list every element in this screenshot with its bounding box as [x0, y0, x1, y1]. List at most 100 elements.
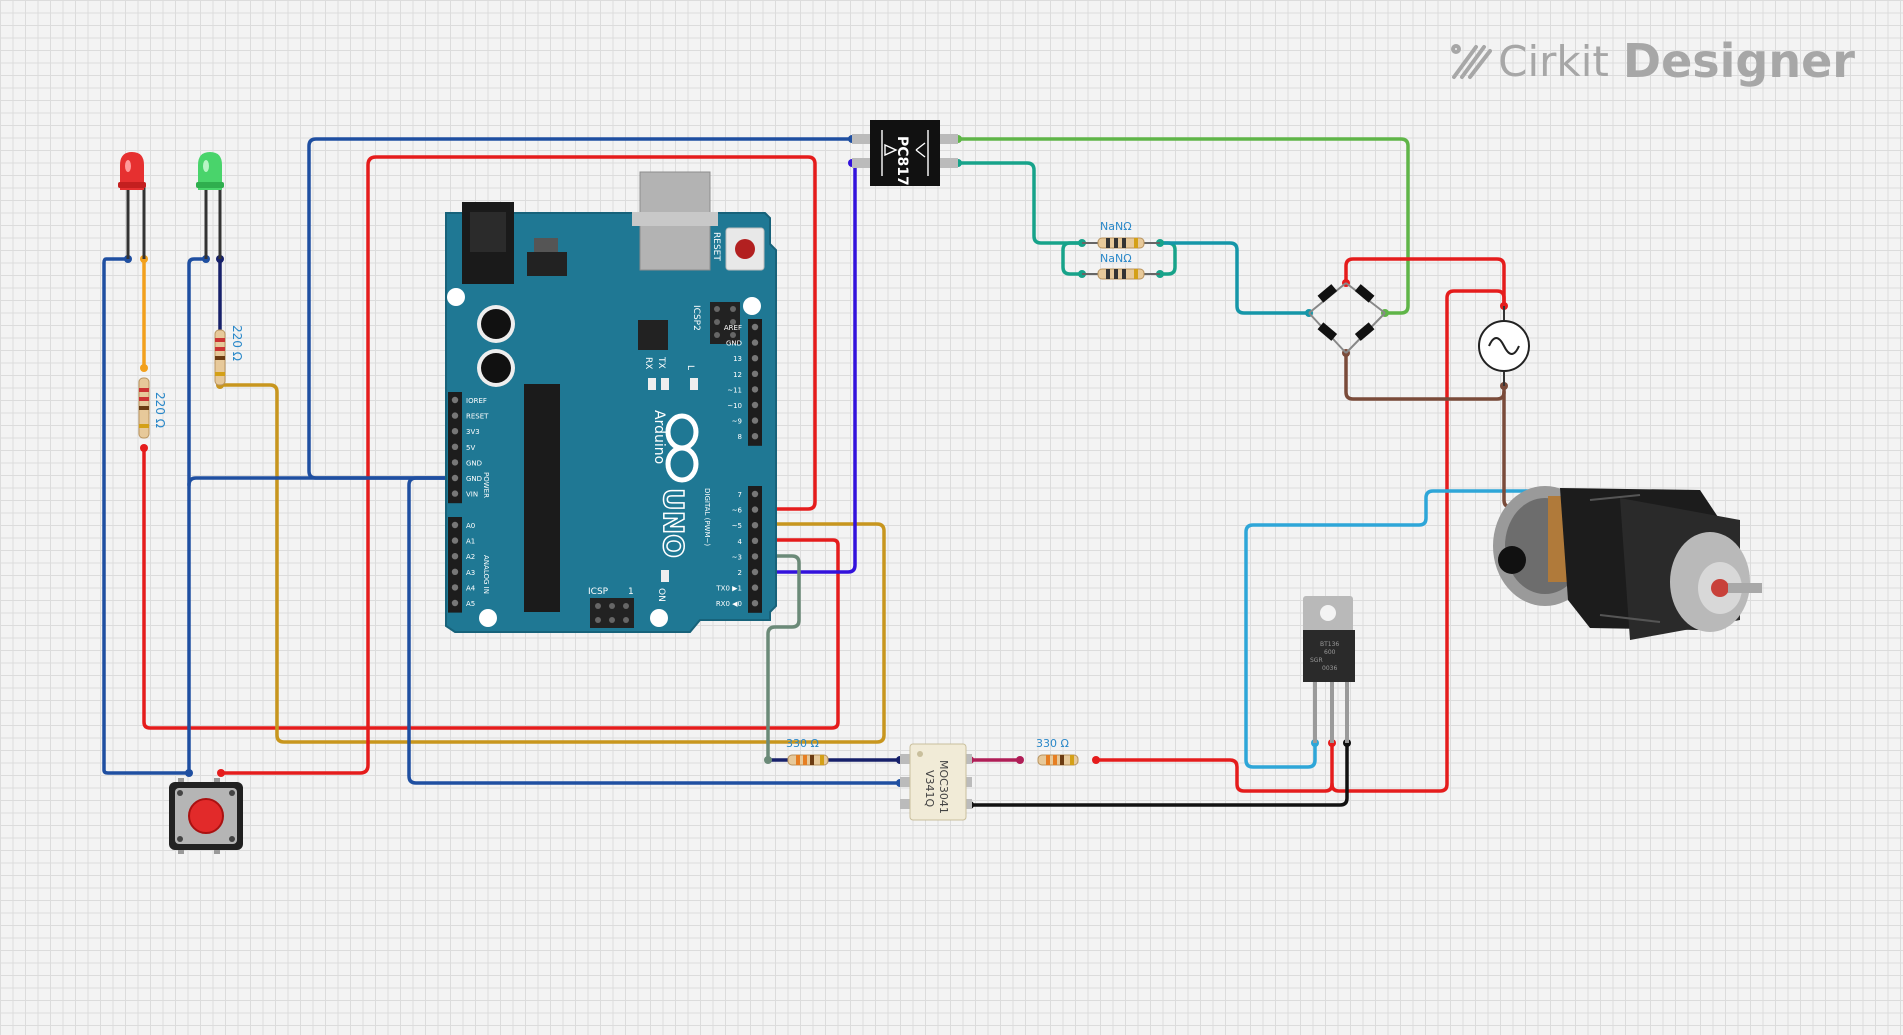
- resistor-green-led[interactable]: [214, 329, 226, 386]
- triac-bt136[interactable]: BT136 600 SGR 0036: [1303, 596, 1355, 743]
- arduino-pin[interactable]: [451, 537, 459, 544]
- arduino-pin[interactable]: [451, 459, 459, 466]
- arduino-pin[interactable]: [451, 490, 459, 497]
- arduino-pin[interactable]: [451, 428, 459, 435]
- arduino-pin[interactable]: [751, 522, 759, 529]
- arduino-pin-label: GND: [466, 475, 482, 483]
- arduino-pin-label: 2: [738, 569, 742, 577]
- arduino-pin[interactable]: [451, 599, 459, 607]
- arduino-pin-label: A1: [466, 538, 475, 546]
- wire-pin3-to-resistor[interactable]: [753, 554, 801, 762]
- bridge-rectifier[interactable]: [1308, 282, 1386, 354]
- arduino-pin[interactable]: [751, 370, 759, 377]
- arduino-pin-label: A3: [466, 569, 475, 577]
- arduino-pin[interactable]: [751, 490, 759, 498]
- arduino-pin[interactable]: [751, 355, 759, 362]
- arduino-pin[interactable]: [751, 323, 759, 331]
- wire-resistor-parallel-right[interactable]: [1158, 241, 1177, 276]
- wire-pc817-to-bridge[interactable]: [956, 137, 1410, 315]
- arduino-uno-board[interactable]: RESET ICSP2: [445, 171, 777, 633]
- red-led[interactable]: [118, 152, 146, 259]
- arduino-pin-label: IOREF: [466, 397, 487, 405]
- arduino-pin[interactable]: [451, 443, 459, 450]
- resistor-moc-output[interactable]: [1037, 754, 1079, 766]
- arduino-pin[interactable]: [451, 396, 459, 404]
- moc-label-line1: MOC3041: [937, 760, 950, 814]
- resistor-moc-input-label: 330 Ω: [786, 737, 819, 750]
- arduino-pin-label: ~3: [732, 553, 742, 561]
- wire-triac-to-ac[interactable]: [1330, 289, 1506, 793]
- push-button[interactable]: [169, 778, 243, 854]
- resistor-sense-top[interactable]: [1082, 237, 1160, 249]
- ac-source[interactable]: [1478, 306, 1530, 386]
- resistor-green-led-label: 220 Ω: [230, 325, 244, 361]
- arduino-pin[interactable]: [751, 537, 759, 544]
- wire-bridge-to-ac-bottom[interactable]: [1344, 351, 1506, 401]
- moc-label-line2: V341Q: [923, 770, 936, 808]
- cirkit-logo-icon: [1451, 44, 1493, 79]
- wire-resistor-parallel-left[interactable]: [1061, 241, 1084, 276]
- arduino-pin[interactable]: [451, 474, 459, 482]
- wire-moc-to-triac-gate[interactable]: [968, 741, 1349, 807]
- pc817-optocoupler[interactable]: PC817: [852, 120, 958, 186]
- arduino-brand-label: Arduino: [651, 410, 667, 464]
- arduino-pin-label: ~5: [732, 522, 742, 530]
- arduino-rx-label: RX: [643, 357, 653, 369]
- arduino-pin[interactable]: [751, 339, 759, 346]
- pc817-label: PC817: [894, 136, 910, 186]
- arduino-pin-label: GND: [726, 340, 742, 348]
- wire-resistor-to-triac[interactable]: [1094, 741, 1334, 793]
- triac-label-line1: BT136: [1320, 641, 1339, 648]
- wire-triac-to-motor[interactable]: [1244, 489, 1585, 769]
- cirkit-designer-logo: Cirkit Designer: [1450, 34, 1855, 88]
- resistor-sense-bottom[interactable]: [1082, 268, 1160, 280]
- resistor-red-led[interactable]: [138, 377, 150, 439]
- arduino-pin[interactable]: [751, 506, 759, 513]
- wire-green-led-to-pin5[interactable]: [218, 383, 886, 744]
- arduino-pin[interactable]: [751, 386, 759, 393]
- triac-label-line4: 0036: [1322, 665, 1337, 672]
- resistor-red-led-label: 220 Ω: [153, 392, 167, 428]
- arduino-pin[interactable]: [751, 433, 759, 440]
- wire-button-to-pin6[interactable]: [219, 155, 817, 775]
- arduino-pin-label: RESET: [466, 413, 489, 421]
- ac-motor[interactable]: [1493, 486, 1762, 640]
- wire-red-led-cathode[interactable]: [102, 257, 191, 775]
- wire-pc817-to-resistors[interactable]: [956, 161, 1084, 245]
- arduino-pin[interactable]: [751, 401, 759, 409]
- resistor-moc-input[interactable]: [787, 754, 829, 766]
- arduino-pin[interactable]: [451, 568, 459, 575]
- arduino-pin-label: A0: [466, 522, 475, 530]
- arduino-pin-label: VIN: [466, 491, 478, 499]
- arduino-pin[interactable]: [451, 521, 459, 529]
- wire-green-led-cathode[interactable]: [187, 257, 208, 775]
- arduino-pin[interactable]: [751, 584, 759, 591]
- arduino-pin[interactable]: [751, 568, 759, 576]
- arduino-infinity-logo: [665, 413, 699, 483]
- arduino-icsp-label: ICSP: [588, 587, 609, 597]
- arduino-pin-label: A5: [466, 600, 475, 608]
- wire-resistors-to-bridge[interactable]: [1158, 241, 1311, 315]
- arduino-icsp2-label: ICSP2: [691, 305, 701, 331]
- arduino-pin[interactable]: [751, 417, 759, 424]
- wire-red-led-to-pin4[interactable]: [142, 446, 840, 730]
- arduino-pin[interactable]: [451, 553, 459, 560]
- wire-bridge-to-ac[interactable]: [1344, 257, 1506, 308]
- green-led[interactable]: [196, 152, 224, 259]
- arduino-pin[interactable]: [751, 553, 759, 560]
- arduino-pin[interactable]: [451, 412, 459, 419]
- moc3041-optocoupler[interactable]: MOC3041 V341Q: [900, 743, 972, 821]
- logo-text-cirkit: Cirkit: [1498, 36, 1609, 86]
- wire-gnd-to-pc817[interactable]: [307, 137, 854, 480]
- arduino-pin[interactable]: [751, 600, 759, 607]
- arduino-pin[interactable]: [451, 584, 459, 591]
- wire-gnd-to-moc[interactable]: [407, 476, 902, 785]
- arduino-pin-label: GND: [466, 459, 482, 467]
- wire-gnd-bus[interactable]: [187, 476, 457, 487]
- arduino-pin-label: 7: [738, 491, 742, 499]
- resistor-sense-bottom-label: NaNΩ: [1100, 252, 1132, 265]
- arduino-l-label: L: [685, 365, 695, 370]
- arduino-tx-label: TX: [656, 356, 666, 369]
